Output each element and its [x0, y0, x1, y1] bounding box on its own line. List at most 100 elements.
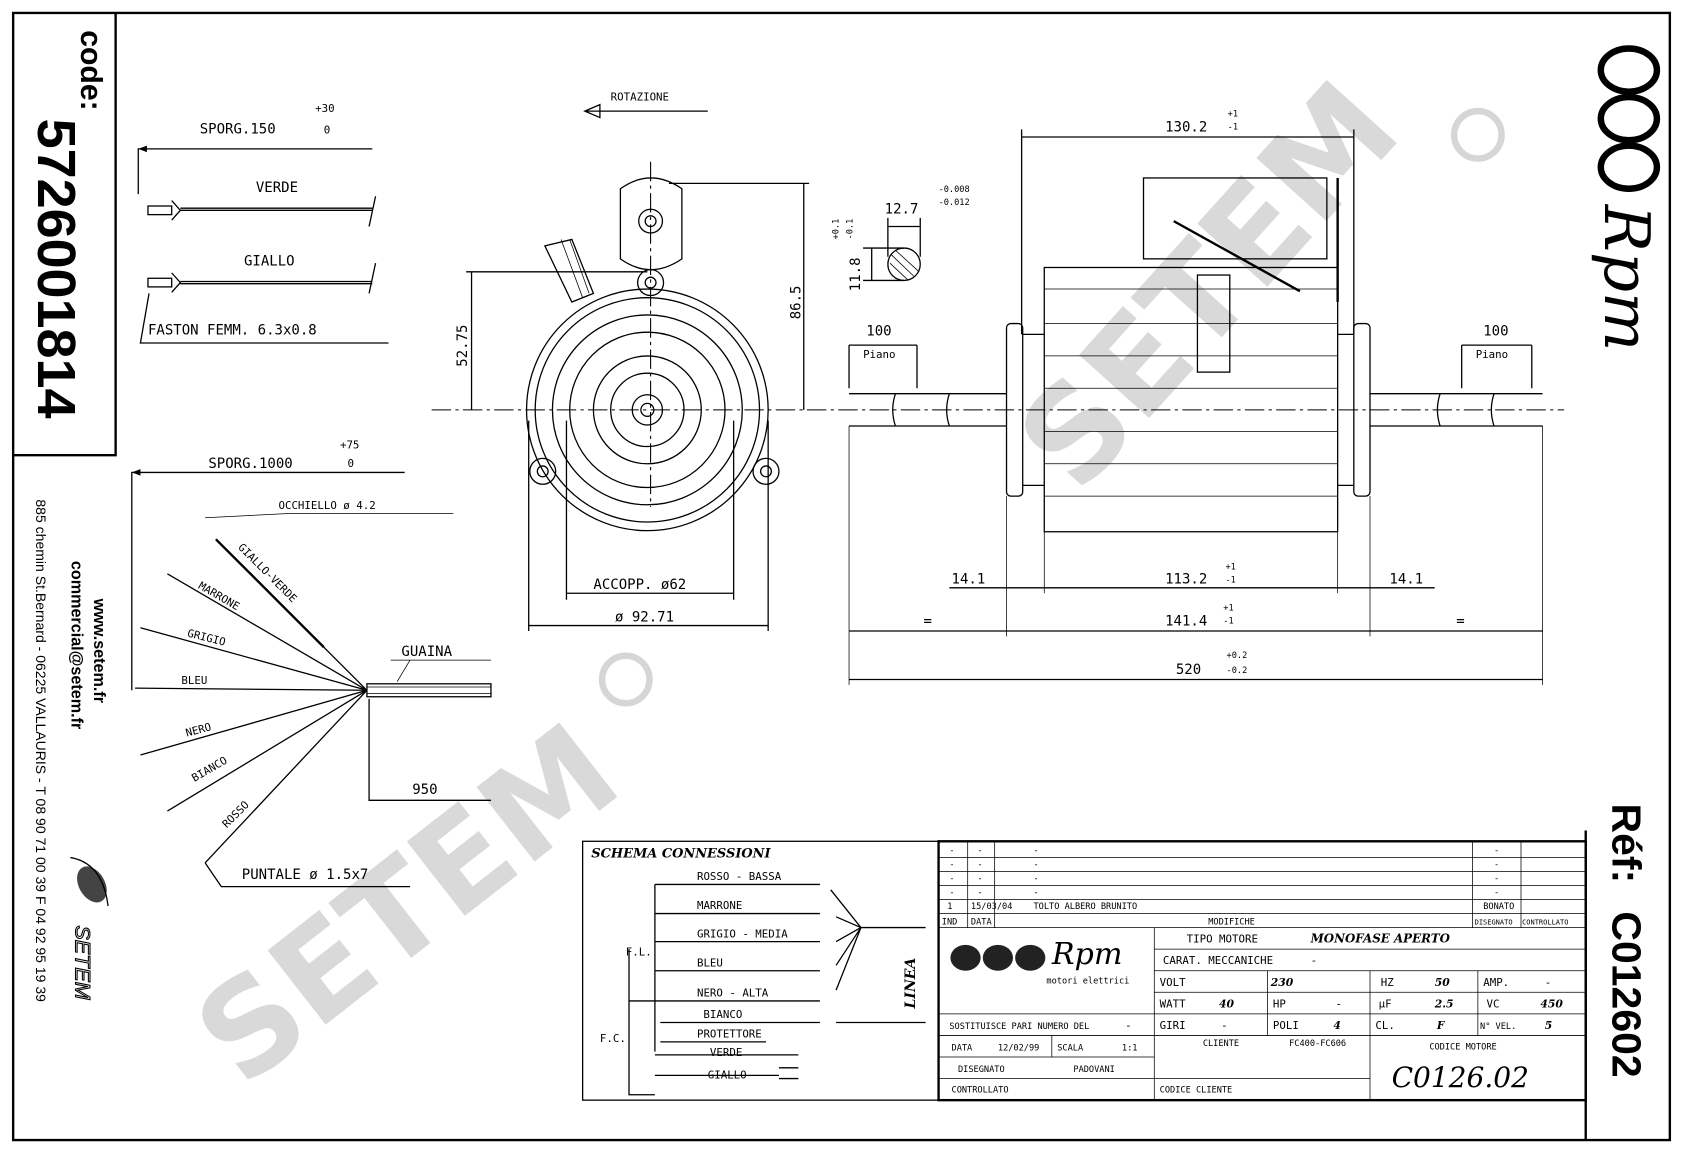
- motor-side-view: 130.2 +1 -1 100 Piano 100 Piano 14.1 113…: [848, 109, 1543, 685]
- drawing-line: [204, 862, 411, 888]
- drawn-by: PADOVANI: [1073, 1065, 1114, 1075]
- drawing-line: [368, 263, 377, 294]
- ref-label: Réf:: [1604, 804, 1650, 884]
- drawing-label: CODICE MOTORE: [1429, 1042, 1496, 1052]
- drawing-label: 12/02/99: [998, 1044, 1039, 1054]
- drawing-line: [619, 177, 683, 271]
- drawing-label: 40: [1219, 997, 1234, 1010]
- drawing-label: CL.: [1375, 1019, 1394, 1032]
- drawing-line: [368, 196, 377, 227]
- drawing-line: [171, 200, 373, 221]
- drawing-line: [1597, 93, 1661, 144]
- drawing-line: [560, 239, 590, 298]
- drawing-line: [848, 426, 1543, 685]
- drawing-line: [1450, 107, 1505, 162]
- drawing-label: -: [1033, 888, 1038, 898]
- drawing-label: VC: [1486, 997, 1499, 1010]
- shaft-flat: 11.8: [848, 257, 864, 291]
- drawing-label: +1: [1228, 109, 1238, 119]
- drawing-line: [950, 944, 981, 971]
- sporg-1000-label: SPORG.1000: [208, 456, 292, 472]
- drawing-line: [628, 884, 656, 1096]
- left-panel: code: 5726001814 www.setem.fr commercial…: [13, 12, 117, 1002]
- drawing-line: [640, 402, 655, 417]
- drawing-label: TIPO MOTORE: [1187, 933, 1258, 946]
- drawing-line: [1196, 274, 1231, 373]
- drawing-label: BIANCO: [189, 754, 229, 785]
- drawing-label: +1: [1223, 603, 1233, 613]
- length-950: 950: [412, 782, 437, 798]
- drawing-line: [77, 866, 107, 903]
- setem-bird-logo: [70, 856, 109, 907]
- drawing-label: SCALA: [1057, 1044, 1084, 1054]
- drawing-line: [1005, 322, 1024, 497]
- drawing-label: -: [1033, 874, 1038, 884]
- drawing-label: -1: [1223, 616, 1233, 626]
- watermark: SETEM SETEM: [169, 54, 1505, 1114]
- drawing-label: 1:1: [1122, 1044, 1138, 1054]
- drawing-label: -: [977, 860, 982, 870]
- drawing-label: NERO - ALTA: [697, 987, 769, 1000]
- drawing-line: [1173, 220, 1301, 293]
- drawing-label: 1: [947, 902, 952, 912]
- piano-dim-right: 100: [1483, 323, 1508, 339]
- ref-value: C012602: [1604, 911, 1650, 1077]
- drawing-line: [131, 469, 141, 476]
- drawing-line: [967, 841, 1522, 928]
- drawing-line: [1015, 944, 1046, 971]
- drawing-line: [70, 856, 109, 907]
- drawing-label: -: [1125, 1019, 1131, 1032]
- drawing-line: [892, 393, 1495, 427]
- drawing-label: DATA: [971, 917, 993, 927]
- drawing-line: [849, 393, 1543, 427]
- drawing-label: GIALLO: [708, 1069, 747, 1082]
- drawing-label: +0.1: [831, 219, 841, 240]
- drawing-label: -: [949, 888, 954, 898]
- drawing-line: [631, 394, 664, 426]
- drawing-label: BLEU: [697, 956, 723, 969]
- drawing-line: [752, 457, 780, 485]
- drawing-label: GIRI: [1160, 1019, 1186, 1032]
- website-link[interactable]: www.setem.fr: [90, 598, 108, 704]
- drawing-line: [536, 465, 549, 478]
- drawing-label: -: [977, 888, 982, 898]
- drawing-label: Piano: [1476, 348, 1508, 361]
- drawing-label: +30: [315, 102, 334, 115]
- drawing-label: GIALLO-VERDE: [235, 541, 299, 605]
- drawing-label: VOLT: [1160, 976, 1186, 989]
- drawing-label: MARRONE: [697, 899, 742, 912]
- drawing-line: [147, 205, 173, 216]
- drawing-line: [135, 538, 368, 864]
- drawing-line: [551, 314, 743, 506]
- drawing-label: 450: [1540, 997, 1563, 1010]
- drawing-label: 0: [348, 457, 354, 470]
- drawing-line: [390, 659, 491, 682]
- drawing-line: [629, 883, 820, 1076]
- drawing-label: Piano: [863, 348, 895, 361]
- drawing-label: DISEGNATO: [1475, 917, 1513, 926]
- occhiello-label: OCCHIELLO ø 4.2: [278, 499, 375, 512]
- drawing-line: [138, 145, 147, 153]
- drawing-label: 50: [1435, 976, 1450, 989]
- drawing-label: 2.5: [1434, 997, 1454, 1010]
- sporg-150-label: SPORG.150: [200, 122, 276, 138]
- rpm-logo-icon: [1597, 45, 1661, 192]
- drawing-line: [466, 271, 648, 410]
- drawing-label: PROTETTORE: [697, 1028, 762, 1041]
- rpm-small-logo: [950, 944, 1046, 971]
- shaft-width: 12.7: [885, 202, 919, 218]
- drawing-label: 15/03/04: [971, 902, 1012, 912]
- motor-front-view: ROTAZIONE 52.75 86.5 ACCOPP. ø62 ø 92.71: [431, 90, 1565, 631]
- drawing-label: HZ: [1381, 976, 1394, 989]
- drawing-label: ROSSO: [220, 798, 252, 830]
- drawing-label: 4: [1333, 1019, 1341, 1032]
- drawing-border: [11, 11, 1672, 1142]
- drawing-label: DATA: [952, 1044, 974, 1054]
- email-link[interactable]: commercial@setem.fr: [67, 561, 85, 730]
- drawing-line: [887, 217, 921, 257]
- rpm-logo-text: Rpm: [1590, 204, 1663, 351]
- drawing-line: [668, 182, 810, 410]
- dim-113-2: 113.2: [1165, 572, 1207, 588]
